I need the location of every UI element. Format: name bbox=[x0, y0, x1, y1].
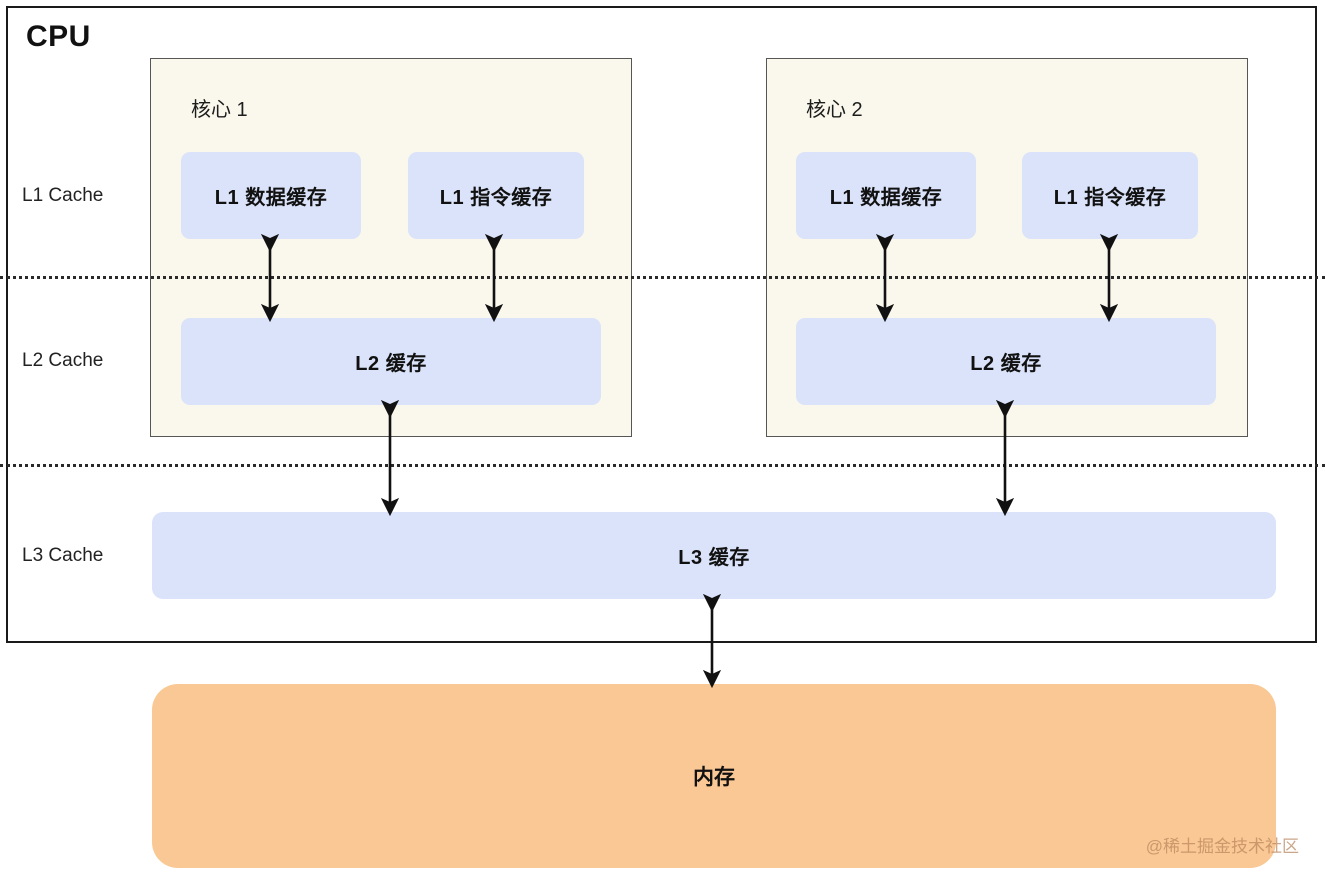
l3-cache-box[interactable]: L3 缓存 bbox=[152, 512, 1276, 599]
l2-cache-core-2[interactable]: L2 缓存 bbox=[796, 318, 1216, 405]
separator-l2-l3 bbox=[0, 464, 1325, 467]
row-label-l2-cache: L2 Cache bbox=[22, 350, 104, 371]
core-label-1: 核心 1 bbox=[191, 99, 248, 121]
separator-l1-l2 bbox=[0, 276, 1325, 279]
memory-box[interactable]: 内存 bbox=[152, 684, 1276, 868]
l1-instruction-cache-core-2[interactable]: L1 指令缓存 bbox=[1022, 152, 1198, 239]
l1-data-cache-core-2[interactable]: L1 数据缓存 bbox=[796, 152, 976, 239]
core-label-2: 核心 2 bbox=[806, 99, 863, 121]
watermark-label: @稀土掘金技术社区 bbox=[1145, 837, 1299, 856]
row-label-l3-cache: L3 Cache bbox=[22, 545, 104, 566]
row-label-l1-cache: L1 Cache bbox=[22, 185, 104, 206]
l2-cache-core-1[interactable]: L2 缓存 bbox=[181, 318, 601, 405]
l1-instruction-cache-core-1[interactable]: L1 指令缓存 bbox=[408, 152, 584, 239]
l1-data-cache-core-1[interactable]: L1 数据缓存 bbox=[181, 152, 361, 239]
cpu-title: CPU bbox=[26, 20, 91, 53]
